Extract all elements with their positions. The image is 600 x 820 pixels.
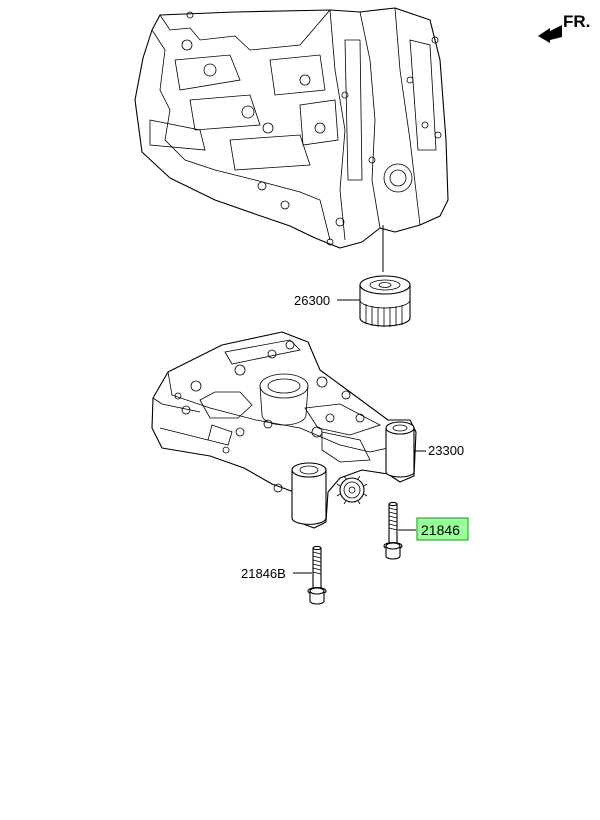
- front-direction-indicator: FR.: [538, 12, 590, 43]
- oil-pump-assembly: 23300: [151, 331, 464, 529]
- engine-block: [134, 7, 449, 249]
- bolt-21846: 21846: [383, 501, 469, 560]
- label-23300: 23300: [428, 443, 464, 458]
- highlight-box-21846[interactable]: [416, 517, 469, 541]
- front-direction-label: FR.: [563, 12, 590, 31]
- bolt-21846B: 21846B: [241, 545, 327, 605]
- oil-filter: 26300: [294, 225, 411, 327]
- label-26300: 26300: [294, 293, 330, 308]
- label-21846B: 21846B: [241, 566, 286, 581]
- label-21846[interactable]: 21846: [421, 522, 460, 538]
- front-direction-arrow-icon: [538, 25, 562, 43]
